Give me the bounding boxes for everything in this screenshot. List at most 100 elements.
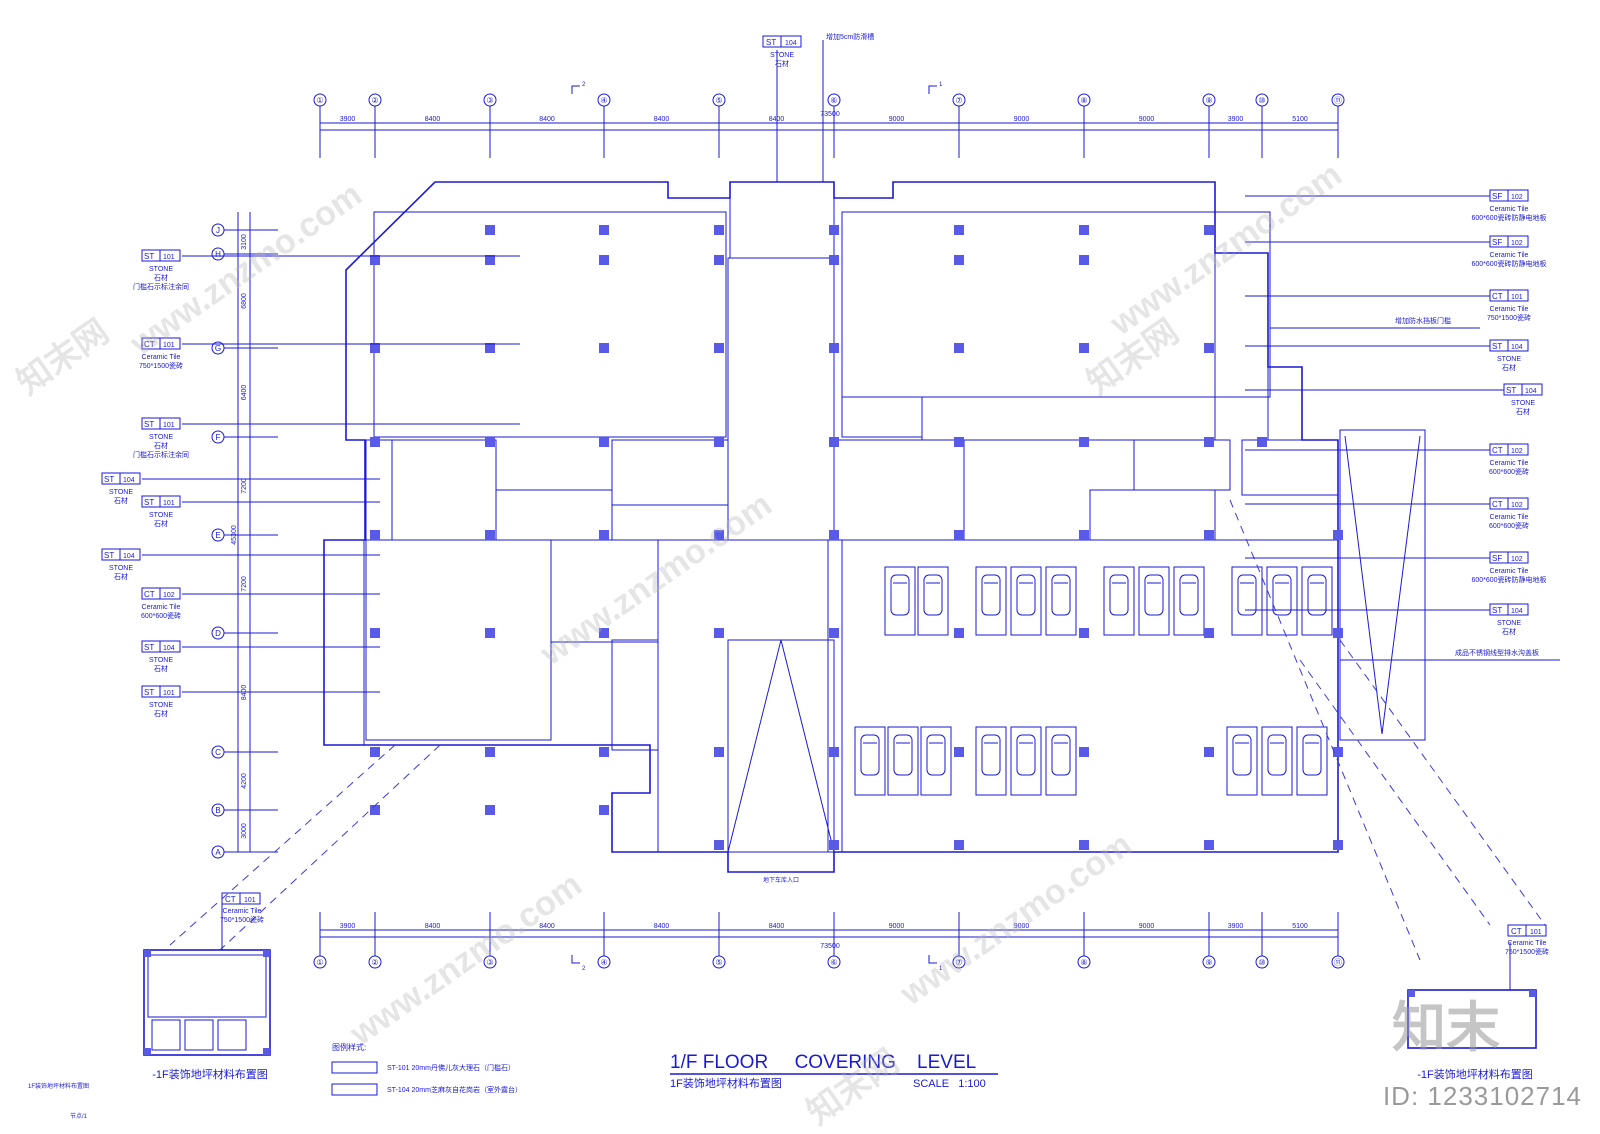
svg-text:CT: CT <box>1492 500 1503 509</box>
column <box>485 437 495 447</box>
column <box>714 530 724 540</box>
dimension-value: 3900 <box>340 116 356 123</box>
dimension-value: 7200 <box>241 576 248 592</box>
dimension-value: 3900 <box>1228 116 1244 123</box>
zone-upper-right-room <box>841 211 1216 398</box>
axis-label: ⑧ <box>1080 958 1087 967</box>
dimension-value: 9000 <box>889 923 905 930</box>
svg-text:ST: ST <box>104 475 114 484</box>
svg-text:门槛石示标注余同: 门槛石示标注余同 <box>133 450 189 459</box>
column <box>485 530 495 540</box>
svg-text:102: 102 <box>163 592 175 599</box>
axis-label: ③ <box>486 96 493 105</box>
svg-text:102: 102 <box>1511 240 1523 247</box>
axis-bubble: ⑪ <box>1331 93 1345 107</box>
svg-text:增加5cm防滑槽: 增加5cm防滑槽 <box>826 32 874 41</box>
svg-text:101: 101 <box>1530 929 1542 936</box>
column <box>714 255 724 265</box>
dimension-value: 9000 <box>889 116 905 123</box>
dim-total-bottom: 73500 <box>820 943 840 950</box>
axis-label: ⑥ <box>830 96 837 105</box>
column <box>370 805 380 815</box>
dimension-line-left <box>237 212 251 852</box>
axis-bubble: ④ <box>597 955 611 969</box>
svg-text:石材: 石材 <box>154 441 168 450</box>
parking-stall <box>1231 566 1263 636</box>
dimension-value: 8400 <box>425 923 441 930</box>
column <box>599 628 609 638</box>
column <box>370 343 380 353</box>
dimension-value: 3900 <box>1228 923 1244 930</box>
column <box>954 225 964 235</box>
column <box>1079 747 1089 757</box>
axis-label: H <box>215 250 221 259</box>
section-dashed-lines <box>169 499 1546 961</box>
column <box>370 628 380 638</box>
svg-text:1: 1 <box>939 82 943 88</box>
svg-text:ST: ST <box>144 643 154 652</box>
column <box>1204 628 1214 638</box>
column <box>954 343 964 353</box>
svg-text:SF: SF <box>1492 554 1502 563</box>
column <box>1204 747 1214 757</box>
axis-bubble: ⑤ <box>712 93 726 107</box>
parking-stall <box>884 566 916 636</box>
column <box>714 225 724 235</box>
svg-text:STONE: STONE <box>149 512 173 519</box>
axis-label: ② <box>371 958 378 967</box>
parking-stall <box>920 726 952 796</box>
svg-text:600*600瓷砖防静电地板: 600*600瓷砖防静电地板 <box>1471 575 1546 584</box>
axis-label: ⑥ <box>830 958 837 967</box>
zone-ramp <box>727 639 835 853</box>
svg-text:ST: ST <box>1492 342 1502 351</box>
column <box>954 840 964 850</box>
axis-bubble: F <box>211 430 225 444</box>
svg-text:104: 104 <box>785 40 797 47</box>
axis-bubble: ④ <box>597 93 611 107</box>
svg-text:104: 104 <box>123 553 135 560</box>
svg-text:石材: 石材 <box>775 59 789 68</box>
zone-granite-top <box>729 181 835 259</box>
svg-text:ST: ST <box>144 498 154 507</box>
axis-label: ⑪ <box>1334 958 1342 967</box>
axis-bubble: ⑨ <box>1202 93 1216 107</box>
dimension-value: 6400 <box>241 385 248 401</box>
svg-text:ST-104 20mm芝麻灰自花岗岩（室外露台）: ST-104 20mm芝麻灰自花岗岩（室外露台） <box>387 1085 522 1094</box>
axis-label: ⑧ <box>1080 96 1087 105</box>
axis-label: ① <box>316 96 323 105</box>
dimension-value: 9000 <box>1014 923 1030 930</box>
dimension-value: 8400 <box>425 116 441 123</box>
svg-text:CT: CT <box>144 340 155 349</box>
column <box>1079 840 1089 850</box>
svg-text:Ceramic Tile: Ceramic Tile <box>1508 940 1547 947</box>
column <box>370 530 380 540</box>
svg-text:STONE: STONE <box>109 489 133 496</box>
svg-text:石材: 石材 <box>1516 407 1530 416</box>
svg-text:CT: CT <box>225 895 236 904</box>
column <box>1257 437 1267 447</box>
svg-text:石材: 石材 <box>114 572 128 581</box>
axis-label: ① <box>316 958 323 967</box>
small-note-2: 节点/1 <box>70 1112 88 1120</box>
svg-text:SF: SF <box>1492 238 1502 247</box>
column <box>599 437 609 447</box>
title-cn: 1F装饰地坪材料布置图 <box>670 1076 782 1090</box>
column <box>829 343 839 353</box>
column <box>370 747 380 757</box>
column <box>829 628 839 638</box>
zone-ceramic-750-right <box>1133 439 1231 491</box>
brand-logo: 知末 <box>1392 996 1500 1059</box>
svg-text:STONE: STONE <box>1497 356 1521 363</box>
zone-ceramic-750-upper <box>921 396 1216 441</box>
